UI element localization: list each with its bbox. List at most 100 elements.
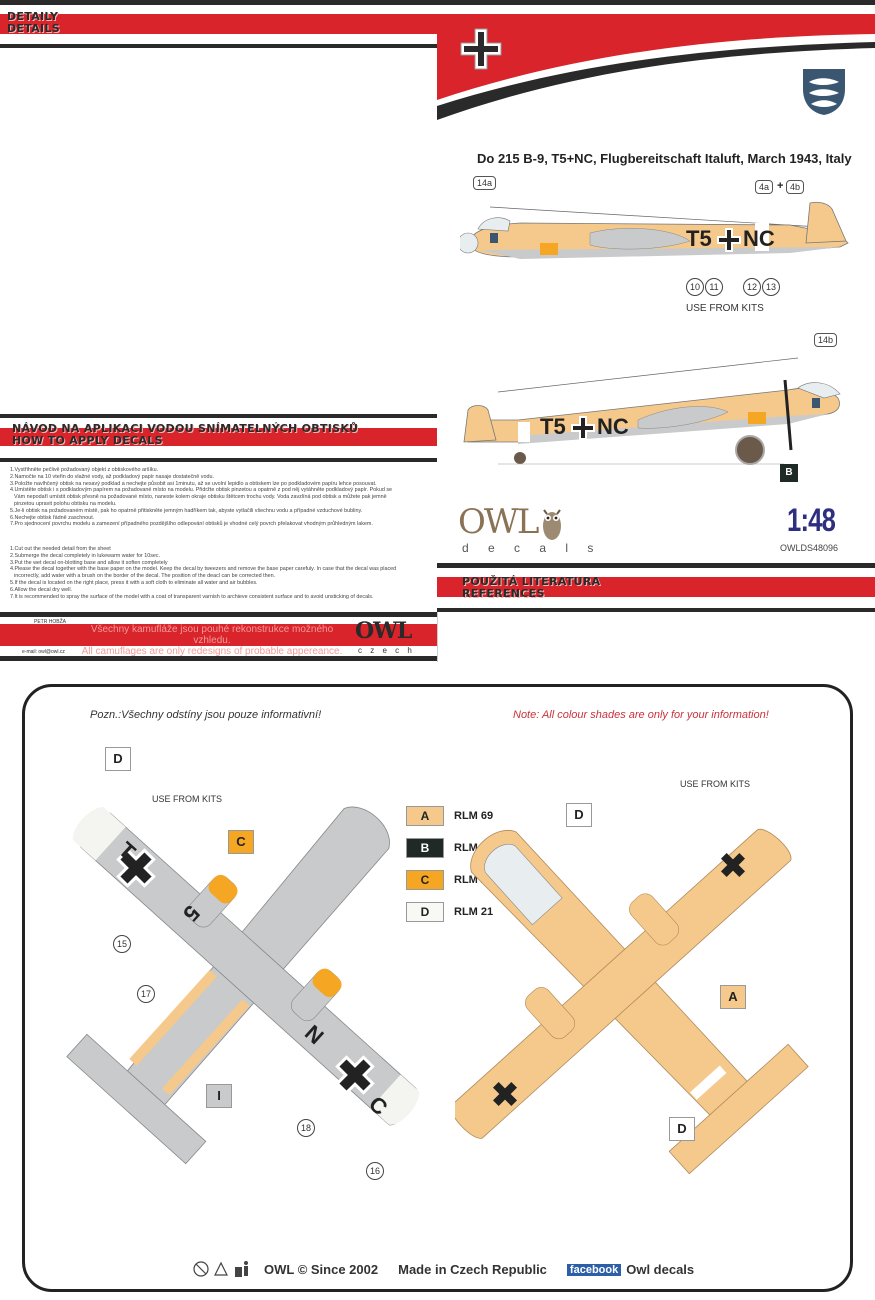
wing-cross-left-bottom-icon bbox=[492, 1081, 518, 1107]
wing-cross-left-top-icon bbox=[116, 848, 156, 888]
references-header: POUŽITÁ LITERATURA REFERENCES bbox=[462, 576, 600, 600]
camouflage-panel bbox=[22, 684, 853, 1292]
instruction-cz-2: 2.Namočte na 10 vteřin do vlažné vody, a… bbox=[10, 473, 214, 480]
product-code: OWLDS48096 bbox=[780, 543, 839, 553]
swatch-a: A bbox=[406, 806, 444, 826]
contact-name: PETR HOBŽA bbox=[34, 619, 66, 625]
callout-14a: 14a bbox=[473, 176, 497, 190]
unit-shield-emblem-icon bbox=[803, 69, 845, 115]
top-border-left bbox=[0, 0, 437, 5]
instruction-en-4b: incorrectly, add water with a brush on t… bbox=[14, 573, 276, 580]
color-box-b: B bbox=[780, 464, 798, 482]
instructions-header-en: HOW TO APPLY DECALS bbox=[12, 434, 163, 447]
legend-item-d: D RLM 21 bbox=[406, 902, 493, 922]
circle-10: 10 bbox=[686, 278, 704, 296]
owl-mascot-icon bbox=[543, 509, 561, 540]
color-box-c: C bbox=[228, 830, 254, 854]
use-from-kits-left: USE FROM KITS bbox=[152, 794, 223, 804]
instructions-cz-list: 1.Vystřihněte pečlivě požadovaný objekt … bbox=[10, 467, 392, 528]
facebook-link[interactable]: facebook Owl decals bbox=[566, 1262, 694, 1277]
instruction-en-1: 1.Cut out the needed detail from the she… bbox=[10, 546, 111, 552]
aircraft-top-view bbox=[66, 806, 420, 1165]
instruction-en-2: 2.Submerge the decal completely in lukew… bbox=[10, 552, 161, 559]
swatch-d: D bbox=[406, 902, 444, 922]
fuselage2-code-t5: T5 bbox=[540, 414, 566, 439]
disclaimer-cz: Všechny kamufláže jsou pouhé rekonstrukc… bbox=[90, 624, 334, 646]
details-header-en: DETAILS bbox=[7, 22, 60, 35]
no-burn-icon bbox=[193, 1261, 209, 1277]
facebook-badge: facebook bbox=[566, 1263, 622, 1276]
trash-bin-icon bbox=[235, 1261, 248, 1277]
recycle-pap-icon bbox=[214, 1261, 228, 1276]
swatch-c: C bbox=[406, 870, 444, 890]
made-in-text: Made in Czech Republic bbox=[398, 1262, 547, 1277]
contact-email: e-mail: owl@owl.cz bbox=[22, 649, 65, 655]
recycling-symbols bbox=[193, 1261, 248, 1277]
circle-12: 12 bbox=[743, 278, 761, 296]
fuselage-code-nc: NC bbox=[743, 226, 775, 251]
top-border-right bbox=[437, 0, 875, 5]
legend-label-d: RLM 21 bbox=[454, 906, 494, 918]
circle-13: 13 bbox=[762, 278, 780, 296]
legend-item-a: A RLM 69 bbox=[406, 806, 493, 826]
color-box-d-bottom: D bbox=[669, 1117, 695, 1141]
callout-4a: 4a bbox=[755, 180, 774, 194]
owl-czech-logo: OWL bbox=[355, 618, 412, 644]
disclaimer-en: All camuflages are only redesigns of pro… bbox=[81, 646, 343, 657]
camouflage-disclaimer: Všechny kamufláže jsou pouhé rekonstrukc… bbox=[72, 624, 352, 657]
use-from-kits-top: USE FROM KITS bbox=[686, 303, 764, 314]
owl-decals-logo: OWL bbox=[458, 502, 539, 542]
references-top-border bbox=[437, 563, 875, 568]
balkenkreuz-icon bbox=[460, 28, 502, 70]
fuselage-cross-icon bbox=[717, 228, 741, 252]
circle-18: 18 bbox=[297, 1119, 315, 1137]
use-from-kits-right: USE FROM KITS bbox=[680, 779, 751, 789]
profile-title: Do 215 B-9, T5+NC, Flugbereitschaft Ital… bbox=[477, 151, 852, 166]
details-red-band bbox=[0, 14, 437, 34]
instruction-cz-3: 3.Položte navlhčený obtisk na nesavý pod… bbox=[10, 480, 377, 487]
circle-16: 16 bbox=[366, 1162, 384, 1180]
fuselage2-code-nc: NC bbox=[597, 414, 629, 439]
vertical-divider bbox=[437, 612, 438, 662]
fuselage-code-t5: T5 bbox=[686, 226, 712, 251]
instruction-cz-5: 5.Je-li obtisk na požadovaném místě, pak… bbox=[10, 507, 363, 514]
instructions-header-cz: NÁVOD NA APLIKACI VODOU SNÍMATELNÝCH OBT… bbox=[12, 422, 359, 435]
instruction-cz-4: 4.Umístěte obtisk i s podkladovým papíre… bbox=[10, 487, 393, 494]
wing-cross-right-bottom-icon bbox=[720, 852, 746, 878]
instruction-cz-7: 7.Pro sjednocení povrchu modelu a zameze… bbox=[10, 521, 373, 528]
callout-4b: 4b bbox=[786, 180, 805, 194]
aircraft-side-profile-right bbox=[463, 357, 841, 465]
copyright-text: OWL © Since 2002 bbox=[264, 1262, 379, 1277]
instruction-en-3: 3.Put the wet decal on-blotting base and… bbox=[10, 559, 168, 566]
red-swoosh-banner bbox=[437, 14, 875, 120]
details-header: DETAILY DETAILS bbox=[7, 11, 60, 35]
footer-banner-red bbox=[0, 624, 437, 646]
circle-15: 15 bbox=[113, 935, 131, 953]
fuselage2-cross-icon bbox=[571, 416, 595, 440]
instruction-cz-6: 6.Nechejte obtisk řádně zaschnout. bbox=[10, 514, 95, 521]
instruction-cz-1: 1.Vystřihněte pečlivě požadovaný objekt … bbox=[10, 467, 159, 473]
color-box-d-top: D bbox=[105, 747, 131, 771]
instructions-en-list: 1.Cut out the needed detail from the she… bbox=[10, 546, 396, 600]
instructions-bottom-border bbox=[0, 458, 437, 462]
plus-sign: + bbox=[777, 180, 784, 192]
panel-note-en: Note: All colour shades are only for you… bbox=[513, 709, 769, 721]
circle-17: 17 bbox=[137, 985, 155, 1003]
instruction-cz-4b: Vám nepodaří umístit obtisk přesně na po… bbox=[14, 494, 387, 501]
instructions-red-band bbox=[0, 428, 437, 446]
details-bottom-border bbox=[0, 44, 437, 48]
instructions-header: NÁVOD NA APLIKACI VODOU SNÍMATELNÝCH OBT… bbox=[12, 423, 358, 447]
aircraft-side-profile-left bbox=[460, 201, 849, 259]
panel-note-cz: Pozn.:Všechny odstíny jsou pouze informa… bbox=[90, 709, 322, 721]
references-red-band bbox=[437, 577, 875, 597]
callout-14b: 14b bbox=[814, 333, 838, 347]
wing-cross-right-top-icon bbox=[335, 1055, 375, 1095]
references-header-cz: POUŽITÁ LITERATURA bbox=[462, 575, 601, 588]
color-box-i: I bbox=[206, 1084, 232, 1108]
instruction-en-6: 6.Allow the decal dry well. bbox=[10, 586, 73, 593]
references-bottom-border bbox=[437, 608, 875, 612]
legend-label-a: RLM 69 bbox=[454, 810, 494, 822]
circle-11: 11 bbox=[705, 278, 723, 296]
instruction-cz-4c: pinzetou upravit polohu obtisku na model… bbox=[14, 500, 117, 507]
color-box-a: A bbox=[720, 985, 746, 1009]
